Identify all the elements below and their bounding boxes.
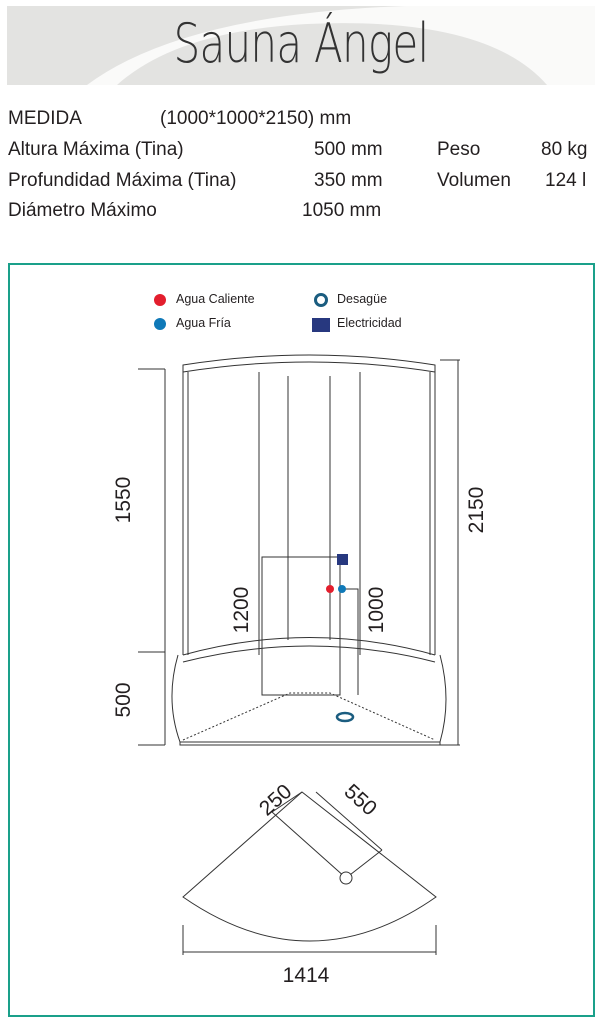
profundidad-value: 350 mm xyxy=(314,170,383,191)
peso-value: 80 kg xyxy=(541,139,588,160)
electricity-icon xyxy=(312,318,330,332)
drain-marker xyxy=(335,711,355,723)
dim-250: 250 xyxy=(255,780,296,821)
dim-550: 550 xyxy=(340,780,381,821)
cold-water-marker xyxy=(338,585,346,593)
dim-1550: 1550 xyxy=(112,477,135,524)
altura-label: Altura Máxima (Tina) xyxy=(8,139,184,160)
page-title: Sauna Ángel xyxy=(173,12,430,75)
drain-top-view xyxy=(339,871,353,885)
hot-water-marker xyxy=(326,585,334,593)
dim-1000: 1000 xyxy=(365,587,388,634)
dimension-lines xyxy=(138,359,460,955)
medida-label: MEDIDA xyxy=(8,108,82,129)
diametro-label: Diámetro Máximo xyxy=(8,200,157,221)
peso-label: Peso xyxy=(437,139,481,160)
legend-cold-water: Agua Fría xyxy=(176,316,231,330)
dim-1414: 1414 xyxy=(283,964,330,987)
shower-front-view xyxy=(171,354,447,746)
dim-2150: 2150 xyxy=(465,487,488,534)
dim-1200: 1200 xyxy=(230,587,253,634)
diagram-frame xyxy=(8,263,595,1017)
title-banner: Sauna Ángel xyxy=(7,6,595,85)
electricity-marker xyxy=(337,554,348,565)
volumen-label: Volumen xyxy=(437,170,511,191)
legend-electricity: Electricidad xyxy=(337,316,402,330)
volumen-value: 124 l xyxy=(545,170,587,191)
altura-value: 500 mm xyxy=(314,139,383,160)
legend-drain: Desagüe xyxy=(337,292,388,306)
diametro-value: 1050 mm xyxy=(302,200,382,221)
profundidad-label: Profundidad Máxima (Tina) xyxy=(8,170,237,191)
cold-water-icon xyxy=(154,318,166,330)
hot-water-icon xyxy=(154,294,166,306)
banner-swoosh xyxy=(87,6,595,85)
legend-hot-water: Agua Caliente xyxy=(176,292,255,306)
drain-icon xyxy=(314,293,328,307)
medida-value: (1000*1000*2150) mm xyxy=(160,108,352,129)
dim-500: 500 xyxy=(112,682,135,717)
